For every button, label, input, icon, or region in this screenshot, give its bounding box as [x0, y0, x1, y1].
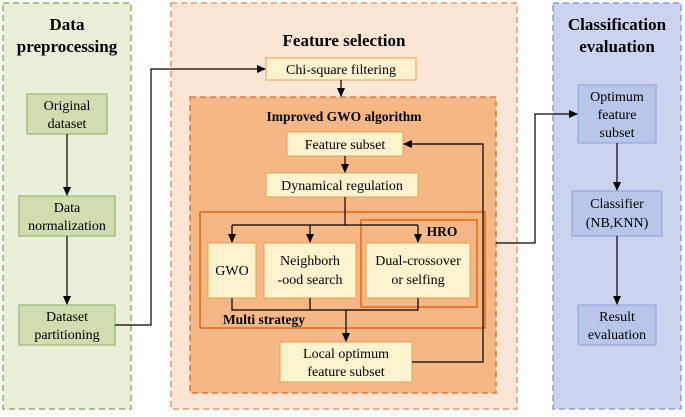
multi-strategy-label: Multi strategy — [223, 312, 305, 327]
feature-subset-box — [286, 131, 404, 157]
local-optimum-l2: feature subset — [307, 365, 384, 380]
selection-title: Feature selection — [283, 31, 406, 50]
feature-subset-label: Feature subset — [305, 138, 386, 153]
arrow-partitioning-to-chi-square — [115, 65, 266, 326]
preprocessing-title-line2: preprocessing — [17, 37, 118, 56]
hro-frame — [360, 219, 478, 308]
gwo-box — [207, 242, 257, 299]
result-evaluation-box — [577, 304, 657, 346]
data-normalization-box — [18, 195, 116, 237]
neighborhood-search-box — [263, 242, 357, 299]
dual-crossover-l1: Dual-crossover — [375, 254, 461, 269]
neighborhood-search-l2: -ood search — [278, 273, 343, 288]
result-l1: Result — [599, 310, 635, 325]
dynamical-regulation-label: Dynamical regulation — [281, 179, 403, 194]
dual-crossover-l2: or selfing — [391, 273, 444, 288]
classifier-l1: Classifier — [590, 197, 644, 212]
dual-crossover-box — [365, 242, 471, 299]
gwo-label: GWO — [215, 264, 248, 279]
dynamical-regulation-box — [265, 172, 419, 198]
arrow-to-optimum-subset — [496, 110, 578, 244]
classifier-l2: (NB,KNN) — [586, 216, 649, 231]
neighborhood-search-l1: Neighborh — [280, 254, 340, 269]
dataset-partitioning-box — [18, 304, 116, 346]
data-normalization-l2: normalization — [28, 219, 106, 234]
local-optimum-l1: Local optimum — [303, 347, 389, 362]
classification-title-line2: evaluation — [579, 37, 655, 56]
multi-strategy-frame — [199, 211, 486, 329]
preprocessing-title-line1: Data — [50, 15, 85, 34]
dataset-partitioning-l2: partitioning — [34, 328, 99, 343]
optimum-l2: feature — [598, 108, 637, 123]
classifier-box — [571, 190, 663, 237]
result-l2: evaluation — [588, 328, 646, 343]
original-dataset-l2: dataset — [48, 117, 87, 132]
gwo-region-title: Improved GWO algorithm — [267, 109, 423, 124]
data-normalization-l1: Data — [54, 201, 81, 216]
classification-title-line1: Classification — [568, 15, 667, 34]
connector-dual-merge — [346, 298, 419, 311]
dataset-partitioning-l1: Dataset — [46, 310, 88, 325]
original-dataset-box — [26, 93, 108, 135]
hro-label: HRO — [427, 224, 458, 239]
optimum-feature-subset-box — [577, 84, 657, 144]
optimum-l1: Optimum — [590, 90, 644, 105]
arrow-feedback-loop — [403, 140, 484, 363]
original-dataset-l1: Original — [44, 99, 91, 114]
connector-gwo-merge — [231, 298, 346, 311]
local-optimum-box — [279, 341, 413, 383]
chi-square-label: Chi-square filtering — [286, 63, 396, 78]
optimum-l3: subset — [600, 126, 635, 141]
